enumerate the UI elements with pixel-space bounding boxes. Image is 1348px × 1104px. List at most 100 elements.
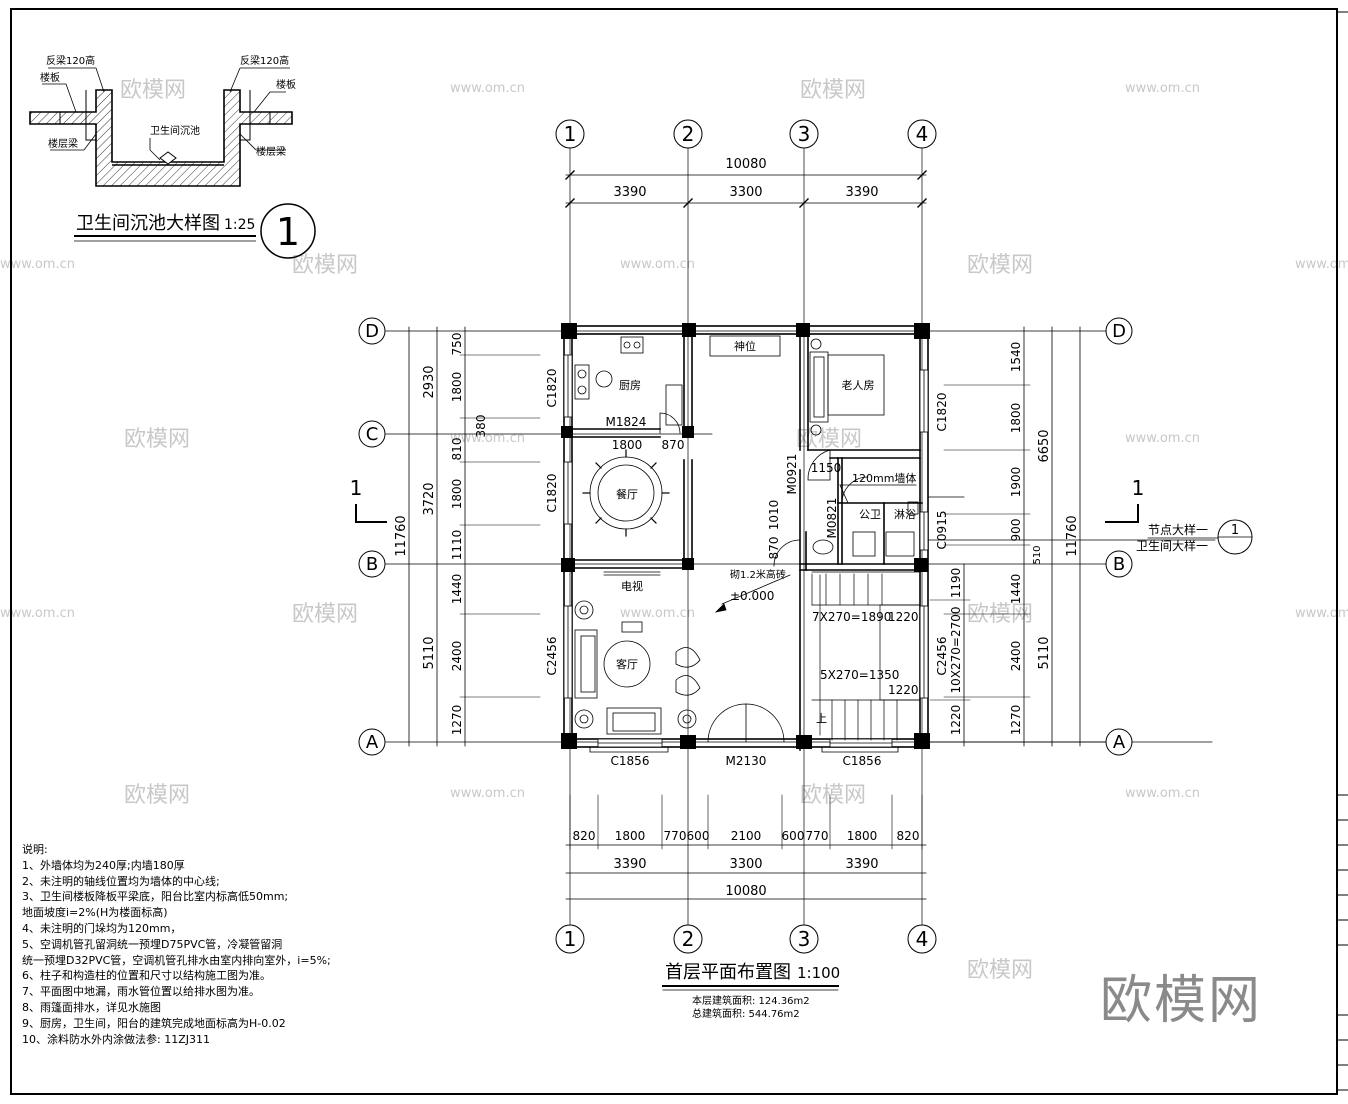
dim-text: 10080 — [725, 884, 766, 899]
axis-label: 4 — [916, 927, 929, 951]
dim-text: 870 — [767, 537, 781, 560]
toilet-pit-detail: 反梁120高 楼板 楼层梁 反梁120高 楼板 楼层梁 卫生间沉池 卫生间沉池大… — [29, 54, 316, 259]
note-item: 2、未注明的轴线位置均为墙体的中心线; — [22, 874, 220, 888]
furniture — [574, 335, 919, 735]
window-tag: C1820 — [545, 474, 559, 513]
window-tag: C2456 — [935, 637, 949, 676]
note-item: 5、空调机管孔留洞统一预埋D75PVC管，冷凝管留洞 — [22, 937, 283, 951]
watermark-brand: 欧模网 — [967, 602, 1033, 627]
sheet-border — [10, 8, 1338, 1095]
window-tag: C1856 — [843, 754, 882, 768]
axis-label: 2 — [682, 122, 695, 146]
note-item: 1、外墙体均为240厚;内墙180厚 — [22, 858, 185, 872]
watermark-brand: 欧模网 — [292, 602, 358, 627]
dim-text: 3720 — [422, 482, 437, 515]
brand-watermark: 欧模网 — [1100, 971, 1263, 1031]
dim-text: 1270 — [450, 705, 464, 736]
columns — [561, 323, 930, 749]
dim-text: 1800 — [847, 829, 878, 843]
note-item: 统一预埋D32PVC管，空调机管孔排水由室内排向室外，i=5%; — [22, 953, 331, 967]
plan-title: 首层平面布置图 — [665, 962, 791, 983]
watermark-url: www.om.cn — [1295, 257, 1348, 272]
dim-text: 6650 — [1037, 429, 1052, 462]
dim-text: 380 — [474, 415, 488, 438]
axis-label: A — [1113, 732, 1126, 753]
area-text: 总建筑面积: 544.76m2 — [692, 1007, 800, 1020]
watermark-url: www.om.cn — [0, 257, 75, 272]
title-block-edge — [1337, 794, 1348, 1066]
dim-text: 1900 — [1009, 467, 1023, 498]
dim-text: 3390 — [845, 857, 878, 872]
doors — [659, 412, 869, 743]
detail-callout: 1 节点大样一 卫生间大样一 — [1136, 519, 1253, 555]
watermark-brand: 欧模网 — [292, 253, 358, 278]
room-label: 餐厅 — [616, 487, 638, 501]
window-tag: C0915 — [935, 511, 949, 550]
dim-text: 1110 — [450, 530, 464, 561]
dim-text: 900 — [1009, 519, 1023, 542]
dim-text: 2400 — [1009, 641, 1023, 672]
dim-text: 1010 — [767, 500, 781, 531]
watermark-url: www.om.cn — [620, 257, 695, 272]
note-item: 4、未注明的门垛均为120mm， — [22, 921, 182, 935]
axis-bubbles-left: D C B A — [358, 317, 386, 756]
room-label: 公卫 — [859, 508, 881, 521]
room-label: 老人房 — [842, 379, 875, 392]
watermark-url: www.om.cn — [620, 606, 695, 621]
annotation: 1220 — [888, 610, 919, 624]
detail-label: 反梁120高 — [240, 54, 289, 67]
axis-bubbles-top: 1 2 3 4 — [555, 119, 937, 149]
dim-text: 510 — [1032, 545, 1043, 564]
section-label: 1 — [350, 476, 363, 500]
watermark-url: www.om.cn — [450, 786, 525, 801]
dim-text: 1270 — [1009, 705, 1023, 736]
dim-text: 10080 — [725, 157, 766, 172]
watermark-brand: 欧模网 — [967, 253, 1033, 278]
dim-text: 1220 — [949, 705, 963, 736]
room-label: 淋浴 — [894, 508, 916, 521]
plan-scale: 1:100 — [797, 964, 840, 982]
dim-text: 870 — [662, 438, 685, 452]
dim-text: 3300 — [729, 185, 762, 200]
window-tag: C1820 — [545, 369, 559, 408]
annotation: 1220 — [888, 683, 919, 697]
window-tag: C2456 — [545, 637, 559, 676]
detail-label: 楼层梁 — [48, 137, 78, 150]
watermark-brand: 欧模网 — [800, 78, 866, 103]
door-tag: M1824 — [606, 415, 647, 429]
axis-label: D — [1112, 321, 1126, 342]
note-item: 9、厨房，卫生间，阳台的建筑完成地面标高为H-0.02 — [22, 1016, 286, 1030]
callout-label: 节点大样一 — [1148, 522, 1208, 537]
axis-label: B — [1113, 554, 1125, 575]
note-item: 8、雨篷面排水，详见水施图 — [22, 1000, 161, 1014]
axis-label: 3 — [798, 927, 811, 951]
watermark-brand: 欧模网 — [796, 427, 862, 452]
left-dimensions — [408, 326, 541, 747]
note-item: 3、卫生间楼板降板平梁底，阳台比室内标高低50mm; — [22, 890, 289, 904]
general-notes: 说明: 1、外墙体均为240厚;内墙180厚 2、未注明的轴线位置均为墙体的中心… — [22, 842, 442, 1047]
plan-title-block: 首层平面布置图 1:100 本层建筑面积: 124.36m2 总建筑面积: 54… — [662, 962, 840, 1020]
detail-number: 1 — [276, 210, 300, 254]
annotation: 120mm墙体 — [852, 471, 916, 485]
watermark-brand: 欧模网 — [120, 78, 186, 103]
window-tag: C1820 — [935, 393, 949, 432]
dim-text: 770 — [664, 829, 687, 843]
axis-label: 3 — [798, 122, 811, 146]
window-tag: C1856 — [611, 754, 650, 768]
watermark-url: www.om.cn — [1125, 431, 1200, 446]
room-label: 电视 — [621, 579, 643, 593]
room-label: 厨房 — [619, 379, 641, 392]
dim-text: 11760 — [394, 515, 409, 556]
watermark-url: www.om.cn — [0, 606, 75, 621]
detail-label: 卫生间沉池 — [150, 124, 200, 137]
axis-label: C — [366, 424, 379, 445]
detail-scale: 1:25 — [224, 217, 255, 233]
door-tag: M0821 — [825, 498, 839, 539]
dim-text: 600 — [687, 829, 710, 843]
watermark-brand: 欧模网 — [124, 783, 190, 808]
axis-label: D — [365, 321, 379, 342]
dim-text: 1540 — [1009, 342, 1023, 373]
watermark-url: www.om.cn — [450, 81, 525, 96]
dim-text: 1800 — [615, 829, 646, 843]
